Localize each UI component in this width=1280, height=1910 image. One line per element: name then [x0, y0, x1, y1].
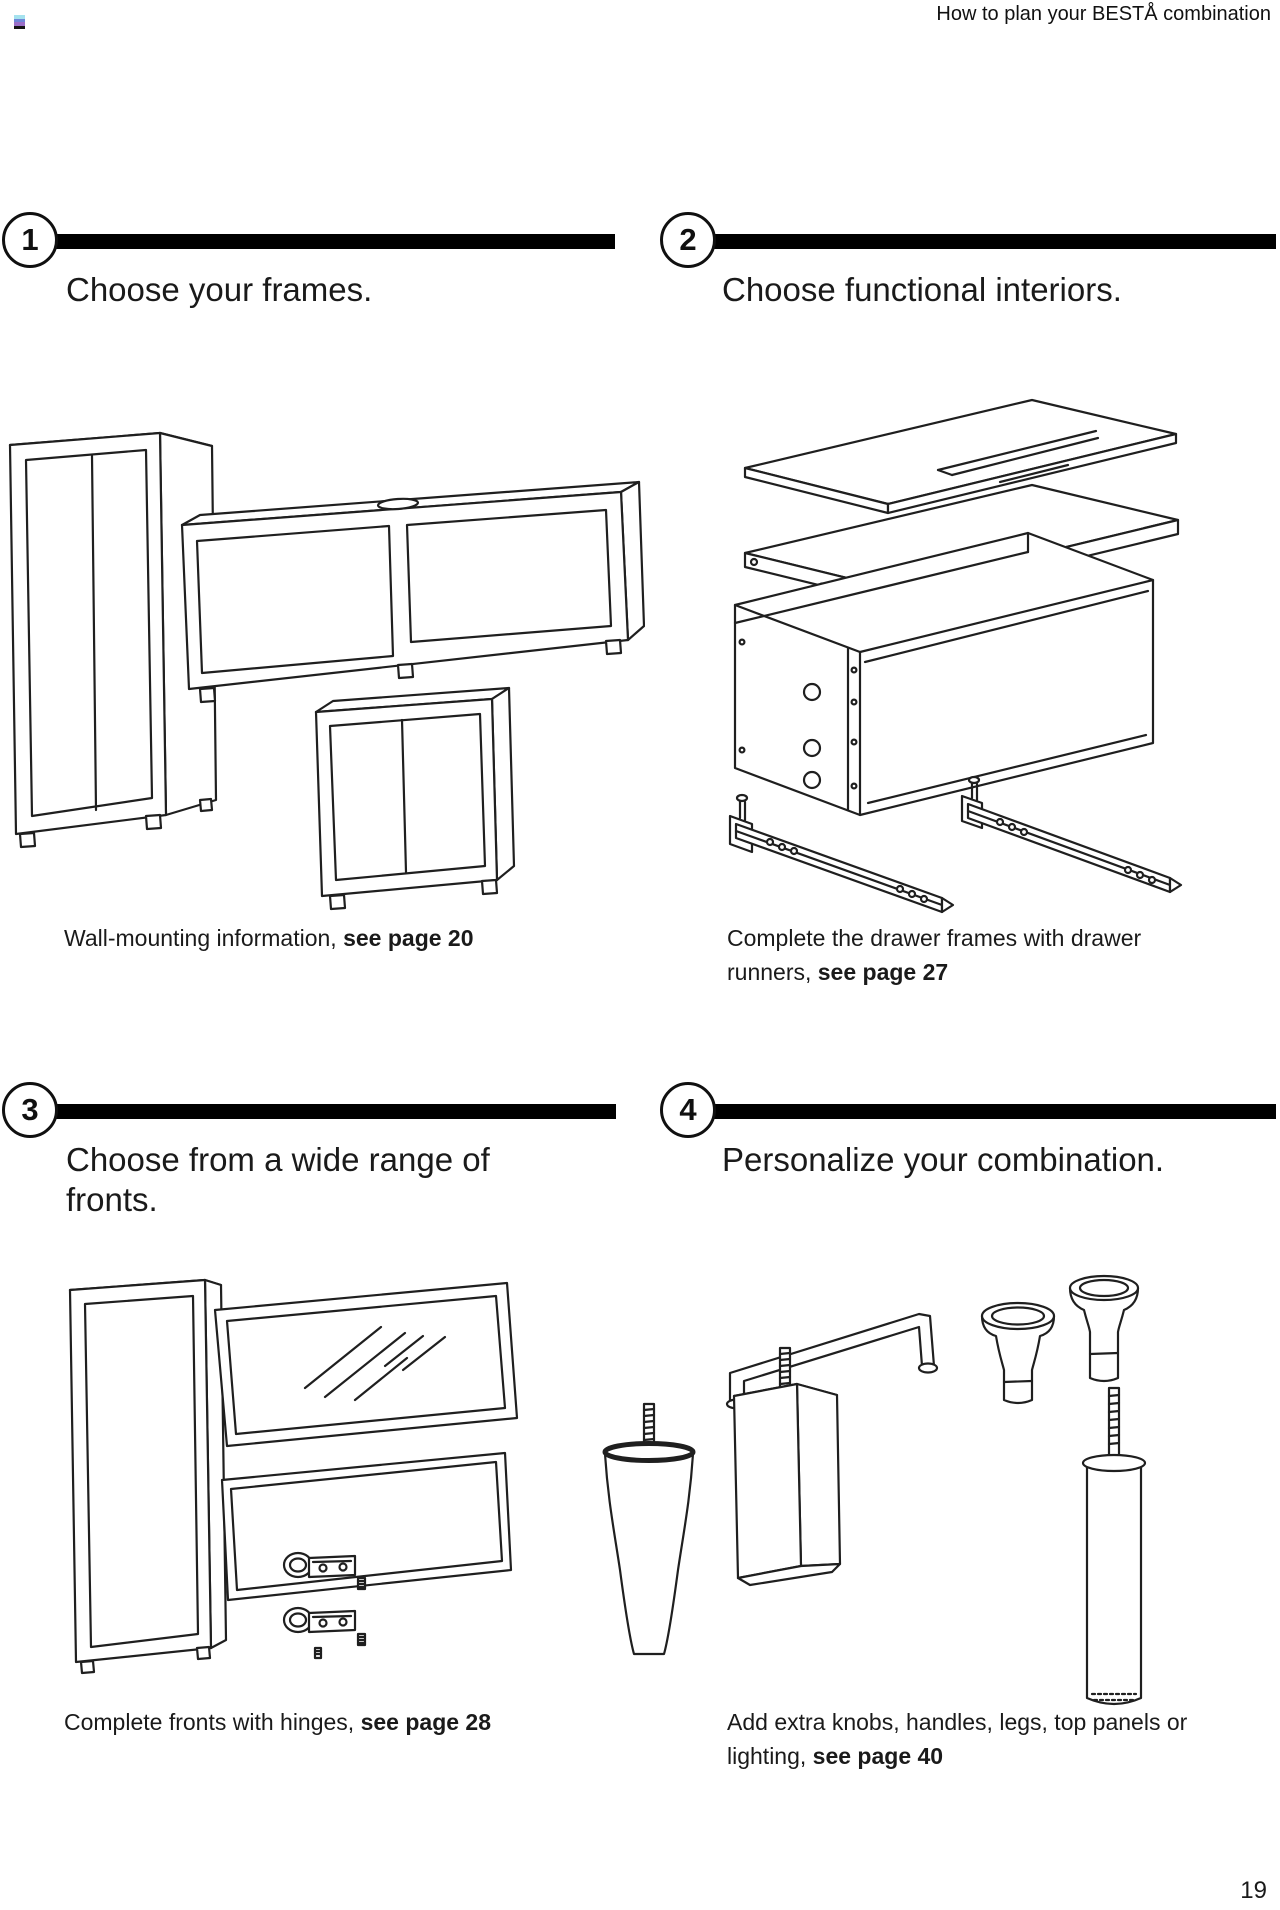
step-4-caption: Add extra knobs, handles, legs, top pane… [727, 1705, 1222, 1773]
accessories-illustration [600, 1270, 1150, 1710]
page-number: 19 [1240, 1877, 1267, 1904]
drawer-frame [733, 531, 1155, 817]
drawer-front [220, 1451, 513, 1602]
top-panel [743, 398, 1178, 515]
glass-door [213, 1281, 519, 1448]
step-3-caption: Complete fronts with hinges, see page 28 [64, 1705, 644, 1739]
step-2-title: Choose functional interiors. [722, 271, 1122, 308]
step-1-number-badge: 1 [2, 212, 58, 268]
drawer-runners [728, 775, 1183, 914]
door-frame [68, 1278, 228, 1675]
hinges [282, 1551, 367, 1660]
step-2-caption-ref: see page 27 [817, 959, 949, 985]
step-2-caption-text: Complete the drawer frames with drawer r… [727, 925, 1142, 985]
step-4-title: Personalize your combination. [722, 1141, 1165, 1178]
step-3-number-badge: 3 [2, 1082, 58, 1138]
step-1-rule [50, 234, 615, 249]
stripe-3 [14, 22, 25, 26]
step-2-caption: Complete the drawer frames with drawer r… [727, 921, 1197, 989]
step-2-rule [710, 234, 1276, 249]
tapered-leg [602, 1402, 696, 1656]
stripe-4 [14, 25, 25, 29]
corner-thumbnail-icon [14, 15, 25, 29]
step-3-rule [50, 1104, 616, 1119]
stripe-2 [14, 18, 25, 22]
cylinder-leg [1081, 1386, 1147, 1706]
fronts-illustration [55, 1270, 535, 1710]
step-3-caption-ref: see page 28 [360, 1709, 492, 1735]
knob-small [980, 1301, 1056, 1405]
step-1-title: Choose your frames. [66, 271, 373, 308]
step-4-rule [710, 1104, 1276, 1119]
step-4-caption-ref: see page 40 [812, 1743, 944, 1769]
cube-frame [314, 686, 516, 911]
step-3-caption-text: Complete fronts with hinges, [64, 1709, 361, 1735]
frames-illustration [0, 420, 645, 920]
tall-frame [8, 431, 218, 849]
step-2-number-badge: 2 [660, 212, 716, 268]
drawer-exploded-illustration [700, 390, 1200, 920]
step-1-caption-text: Wall-mounting information, [64, 925, 344, 951]
square-leg [732, 1346, 842, 1587]
bench-frame [180, 480, 645, 704]
step-1-caption-ref: see page 20 [343, 925, 474, 951]
stripe-1 [14, 15, 25, 19]
step-4-caption-text: Add extra knobs, handles, legs, top pane… [727, 1709, 1188, 1769]
page-header-title: How to plan your BESTÅ combination [936, 3, 1271, 25]
step-3-title: Choose from a wide range of fronts. [66, 1141, 490, 1218]
step-1-caption: Wall-mounting information, see page 20 [64, 921, 624, 955]
step-4-number-badge: 4 [660, 1082, 716, 1138]
knob-tall [1068, 1274, 1140, 1383]
